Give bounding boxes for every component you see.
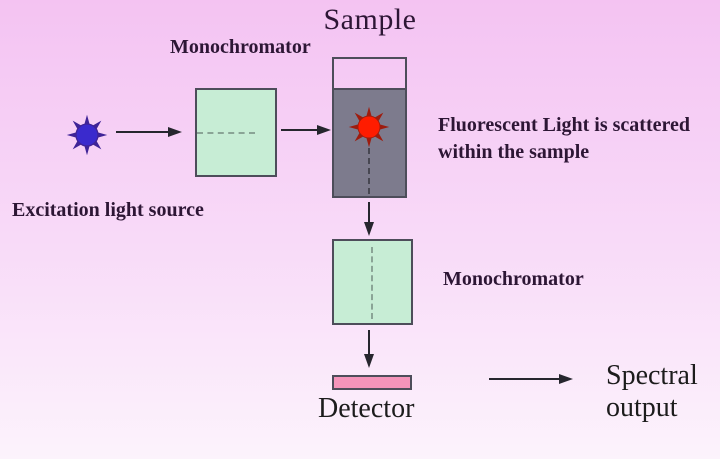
fluorescence-star-icon	[348, 106, 390, 148]
arrow-right-icon-source-to-monochromator	[116, 127, 182, 137]
fluorescent-caption-line2: within the sample	[438, 141, 590, 163]
arrow-right-icon-to-spectral-output	[489, 374, 573, 384]
excitation-light-star-icon	[66, 114, 108, 156]
excitation-source-label: Excitation light source	[12, 199, 204, 221]
fluorescent-caption-line1: Fluorescent Light is scattered	[438, 114, 691, 136]
spectral-output-line2: output	[606, 392, 678, 423]
spectral-output-label: Spectral output	[606, 360, 698, 424]
page-title: Sample	[323, 3, 417, 36]
monochromator-box-excitation	[195, 88, 277, 177]
detector-label: Detector	[318, 393, 415, 424]
arrow-down-icon-sample-to-monochromator	[364, 202, 374, 236]
beam-dashed-line-horizontal	[197, 132, 255, 134]
spectral-output-line1: Spectral	[606, 360, 698, 391]
beam-dashed-line-vertical	[371, 247, 373, 319]
monochromator-bottom-label: Monochromator	[443, 268, 584, 290]
arrow-down-icon-monochromator-to-detector	[364, 330, 374, 368]
arrow-right-icon-monochromator-to-sample	[281, 125, 331, 135]
emission-dashed-line	[368, 148, 370, 194]
fluorescent-light-caption: Fluorescent Light is scattered within th…	[438, 112, 690, 166]
monochromator-box-emission	[332, 239, 413, 325]
detector-bar	[332, 375, 412, 390]
monochromator-top-label: Monochromator	[170, 36, 311, 58]
